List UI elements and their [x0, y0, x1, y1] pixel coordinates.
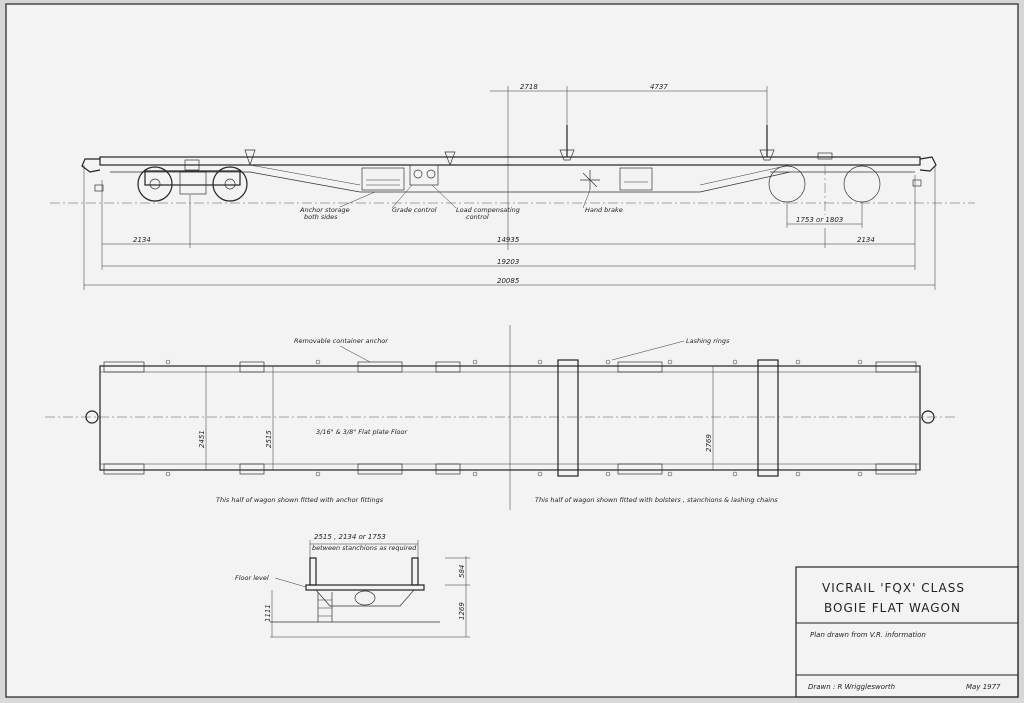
- caption-left-half: This half of wagon shown fitted with anc…: [216, 496, 384, 504]
- drawing-date: May 1977: [966, 683, 1001, 691]
- callout-hand-brake: Hand brake: [585, 206, 623, 214]
- plan-view: 2451 2515 2769 Removable container ancho…: [45, 325, 955, 510]
- control-valves: [409, 164, 439, 186]
- title-block: VICRAIL 'FQX' CLASS BOGIE FLAT WAGON Pla…: [795, 566, 1019, 698]
- dim-2134-right: 2134: [857, 236, 875, 244]
- end-dim-top-1: 2515 , 2134 or 1753: [314, 533, 386, 541]
- underframe-top: [99, 156, 921, 166]
- note-removable-anchor: Removable container anchor: [294, 337, 389, 345]
- hand-brake-wheel: [580, 170, 600, 190]
- dim-19203: 19203: [497, 258, 519, 266]
- fishbelly-sill: [249, 171, 791, 193]
- coupler-right: [919, 156, 937, 172]
- dim-bogie-wheelbase: 1753 or 1803: [796, 216, 843, 224]
- end-view: 2515 , 2134 or 1753 between stanchions a…: [235, 533, 470, 638]
- drawing-border: [5, 3, 1019, 698]
- coupler-left: [81, 158, 101, 173]
- end-dim-584: 584: [458, 565, 466, 578]
- step-left: [94, 184, 104, 192]
- callout-load-comp-1: Load compensating: [456, 206, 520, 214]
- title-note: Plan drawn from V.R. information: [810, 631, 926, 639]
- fishbelly-inner-a: [249, 164, 361, 186]
- container-anchor-top: [357, 361, 403, 373]
- deck-fitting: [817, 152, 833, 160]
- step-right: [912, 179, 922, 187]
- dim-14935: 14935: [497, 236, 520, 244]
- callout-anchor-storage-1: Anchor storage: [299, 206, 350, 214]
- plan-coupler-right: [921, 410, 935, 424]
- end-dim-1269: 1269: [458, 602, 466, 620]
- plan-coupler-left: [85, 410, 99, 424]
- dim-4737: 4737: [650, 83, 668, 91]
- anchor-lug-2: [444, 151, 456, 166]
- end-dim-top-2: between stanchions as required: [312, 544, 417, 552]
- bolster-1: [557, 359, 579, 477]
- bolster-2: [757, 359, 779, 477]
- end-sill: [315, 589, 415, 607]
- drawn-by: Drawn : R Wrigglesworth: [808, 683, 895, 691]
- callout-load-comp-2: control: [466, 213, 489, 221]
- fishbelly-inner-b: [699, 164, 791, 186]
- title-line-1: VICRAIL 'FQX' CLASS: [822, 581, 965, 595]
- note-floor-plate: 3/16" & 3/8" Flat plate Floor: [316, 428, 408, 436]
- container-anchor-bottom: [357, 463, 403, 475]
- dim-2515: 2515: [265, 430, 273, 448]
- end-coupler: [354, 590, 376, 606]
- end-ladder: [317, 592, 333, 622]
- floor-level-label: Floor level: [235, 574, 269, 582]
- dim-2769: 2769: [705, 434, 713, 452]
- stanchion-1: [559, 125, 575, 161]
- stanchion-2: [759, 125, 775, 161]
- dim-2134-left: 2134: [133, 236, 151, 244]
- title-line-2: BOGIE FLAT WAGON: [824, 601, 961, 615]
- dim-20085: 20085: [497, 277, 520, 285]
- callout-grade-control: Grade control: [392, 206, 437, 214]
- anchor-storage-box: [361, 167, 405, 191]
- lashing-rings: [165, 359, 863, 477]
- centre-box: [619, 167, 653, 191]
- note-lashing-rings: Lashing rings: [686, 337, 730, 345]
- bogie-left: [137, 159, 248, 202]
- side-elevation: 2718 4737 Anchor storage both sides Grad…: [50, 83, 975, 290]
- deck-outline: [99, 365, 921, 471]
- caption-right-half: This half of wagon shown fitted with bol…: [535, 496, 778, 504]
- callout-anchor-storage-2: both sides: [304, 213, 338, 221]
- dim-2451: 2451: [198, 430, 206, 448]
- dim-2718: 2718: [520, 83, 538, 91]
- end-deck: [305, 584, 425, 591]
- anchor-lug-1: [244, 149, 256, 167]
- end-dim-1111: 1111: [264, 604, 272, 622]
